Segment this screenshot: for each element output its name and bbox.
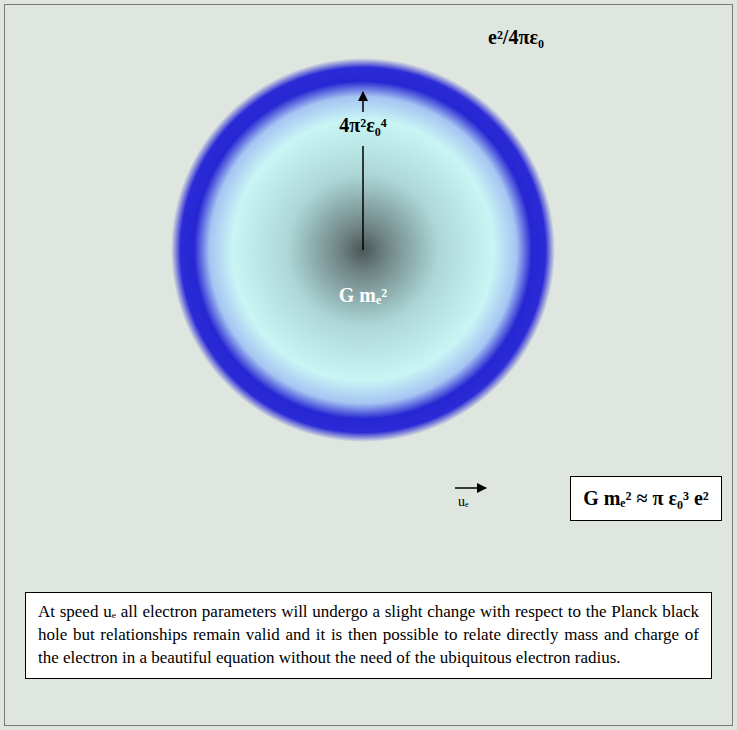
charge-term: e²/4πε₀ [488,26,544,49]
gravity-term: G mₑ² [171,284,555,307]
equation-box: G mₑ² ≈ π ε₀³ e² [570,476,722,521]
equation-text: G mₑ² ≈ π ε₀³ e² [583,485,709,512]
electron-sphere [171,58,555,442]
note-text: At speed uₑ all electron parameters will… [38,601,699,670]
velocity-arrow [455,487,486,489]
note-box: At speed uₑ all electron parameters will… [25,592,712,679]
outer-frame [5,5,733,726]
velocity-symbol: uₑ [458,494,469,510]
radius-formula: 4π²ε₀⁴ [171,114,555,137]
electron-sphere-node: 4π²ε₀⁴ G mₑ² [171,58,555,442]
radius-arrow-shaft [362,146,364,250]
radius-arrow-head [362,92,364,112]
